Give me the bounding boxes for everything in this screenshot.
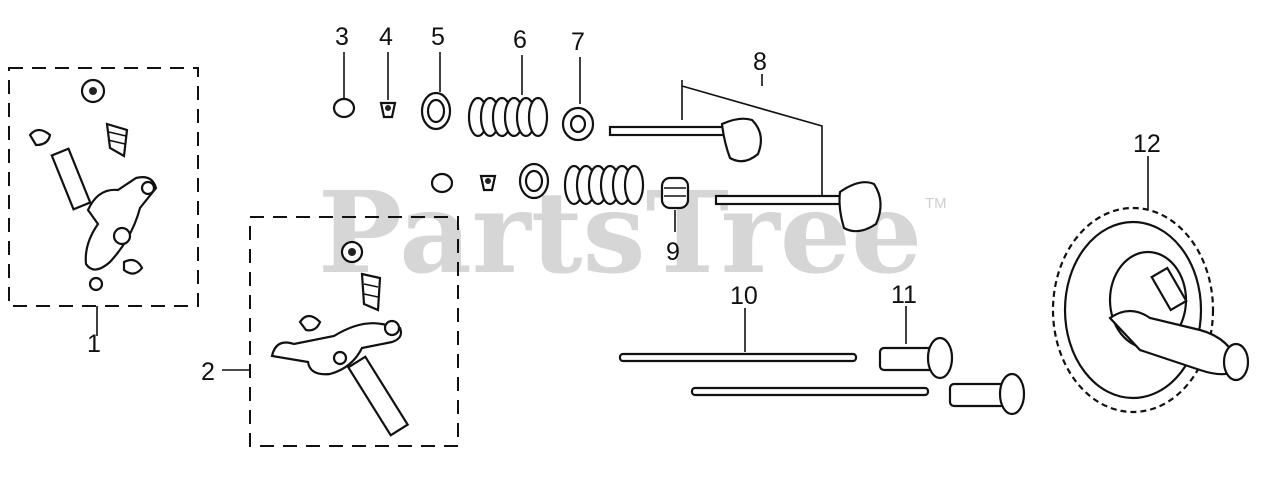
part-12-camshaft-gear[interactable] (1051, 156, 1250, 414)
part-group-2[interactable] (222, 216, 459, 447)
part-11-tappets[interactable] (878, 306, 1026, 416)
part-group-1[interactable] (8, 67, 199, 336)
part-6-valve-spring[interactable] (467, 55, 645, 206)
callout-3[interactable]: 3 (335, 23, 349, 51)
callout-11[interactable]: 11 (891, 281, 917, 309)
part-9-valve-seal[interactable] (660, 176, 690, 232)
callout-9[interactable]: 9 (666, 238, 680, 266)
callout-10[interactable]: 10 (730, 282, 758, 310)
part-5-spring-retainer[interactable] (420, 52, 550, 200)
callout-labels: 1 2 3 4 5 6 7 8 9 10 11 12 (87, 23, 1161, 386)
callout-6[interactable]: 6 (513, 26, 527, 54)
callout-7[interactable]: 7 (571, 28, 585, 56)
part-8-valves[interactable] (608, 74, 882, 233)
callout-8[interactable]: 8 (753, 48, 767, 76)
part-4-collet[interactable] (379, 52, 497, 192)
part-10-push-rods[interactable] (618, 308, 930, 397)
part-3-valve-cap[interactable] (332, 52, 454, 194)
dashed-box-2 (249, 216, 459, 447)
callout-1[interactable]: 1 (87, 330, 101, 358)
callout-5[interactable]: 5 (431, 23, 445, 51)
callout-12[interactable]: 12 (1133, 130, 1161, 158)
part-7-valve-rotator[interactable] (561, 57, 595, 142)
watermark-trademark: TM (925, 195, 947, 212)
callout-4[interactable]: 4 (379, 23, 393, 51)
dashed-box-1 (8, 67, 199, 307)
callout-2[interactable]: 2 (201, 358, 215, 386)
